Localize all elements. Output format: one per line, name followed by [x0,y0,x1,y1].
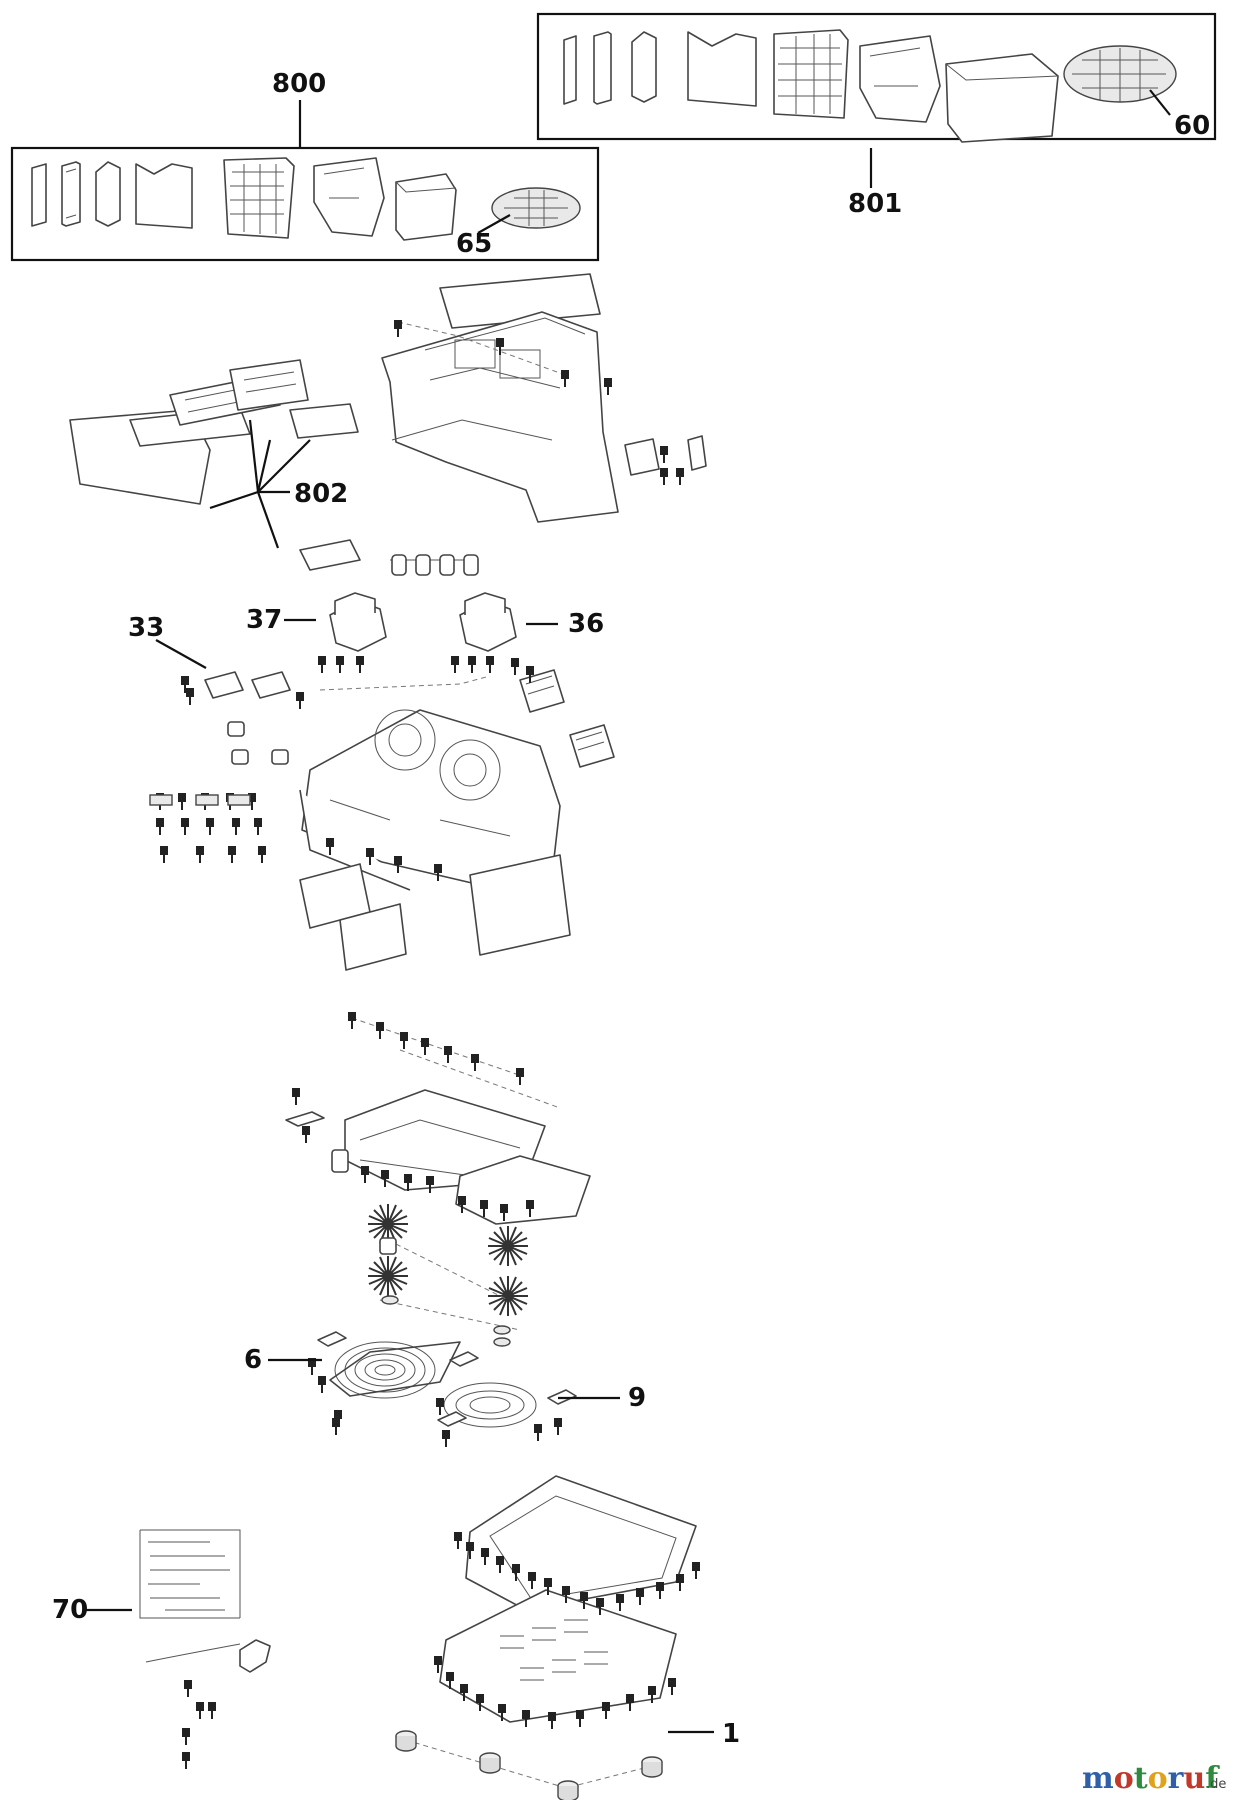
kit-800-frame [10,146,600,262]
callout-60: 60 [1174,111,1210,141]
callout-801: 801 [848,189,902,219]
base-group: 1 [395,1475,740,1800]
callout-1: 1 [722,1719,740,1749]
callout-36: 36 [568,609,604,639]
logo-suffix: .de [1206,1777,1226,1792]
logo-letter: o [1148,1761,1168,1796]
logo-letter: m [1082,1761,1114,1796]
callout-33: 33 [128,613,164,643]
callout-65: 65 [456,229,492,259]
accessory-kit-group: 70 [52,1529,271,1770]
top-housing-group: 802 [69,273,707,576]
callout-70: 70 [52,1595,88,1625]
fan-heater-group: 6 9 [244,1011,646,1448]
callout-9: 9 [628,1383,646,1413]
svg-text:motoruf: motoruf [1082,1761,1220,1796]
callout-6: 6 [244,1345,262,1375]
logo-letter: r [1168,1761,1185,1796]
kit-801-group: 801 60 [536,12,1217,219]
logo-letter: f [1205,1761,1220,1796]
logo-letter: o [1114,1761,1134,1796]
callout-37: 37 [246,605,282,635]
kit-801-frame [536,12,1217,141]
motoruf-watermark-logo: motoruf .de [1082,1761,1226,1796]
middle-chassis-group: 37 36 33 [128,592,615,971]
logo-letter: t [1134,1761,1148,1796]
callout-802: 802 [294,479,348,509]
logo-letter: u [1183,1761,1205,1796]
kit-800-group: 800 65 [10,69,600,262]
callout-800: 800 [272,69,326,99]
